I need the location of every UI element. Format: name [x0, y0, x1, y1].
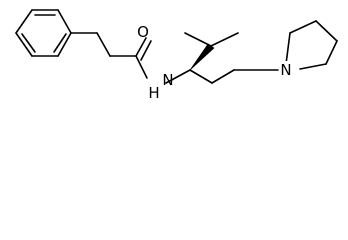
ring-nitrogen-background: [279, 61, 293, 78]
isopropyl-group: [184, 32, 239, 47]
bond: [96, 32, 111, 57]
bond: [325, 40, 338, 65]
bond: [184, 32, 212, 47]
pyrrolidine-ring: [285, 20, 338, 70]
atom-labels: O N H N: [137, 23, 293, 102]
acetamide-chain: [70, 32, 191, 84]
bond: [210, 32, 239, 47]
carbonyl-double-bond: [140, 40, 152, 61]
stereo-wedge-bond: [189, 43, 215, 71]
bond: [211, 69, 235, 84]
bond: [57, 32, 72, 57]
aromatic-double-bond: [21, 33, 36, 53]
bond: [135, 55, 148, 79]
methylene-linker: [189, 69, 235, 84]
bond: [189, 69, 213, 84]
chemical-structure: O N H N: [15, 9, 338, 102]
carbonyl-double-bond: [135, 37, 147, 57]
bond: [285, 32, 291, 65]
amide-hydrogen-label: H: [148, 84, 159, 102]
bond: [289, 20, 317, 34]
benzene-ring: [15, 9, 72, 57]
bond: [315, 20, 338, 42]
bond: [15, 32, 33, 57]
bond: [299, 63, 327, 70]
ring-nitrogen-label: N: [280, 61, 291, 79]
amide-nitrogen-label: N: [162, 71, 173, 89]
oxygen-atom-label: O: [137, 23, 149, 41]
bond: [165, 69, 191, 84]
bond: [15, 9, 33, 34]
aromatic-double-bond: [53, 33, 67, 53]
bond: [57, 9, 72, 34]
